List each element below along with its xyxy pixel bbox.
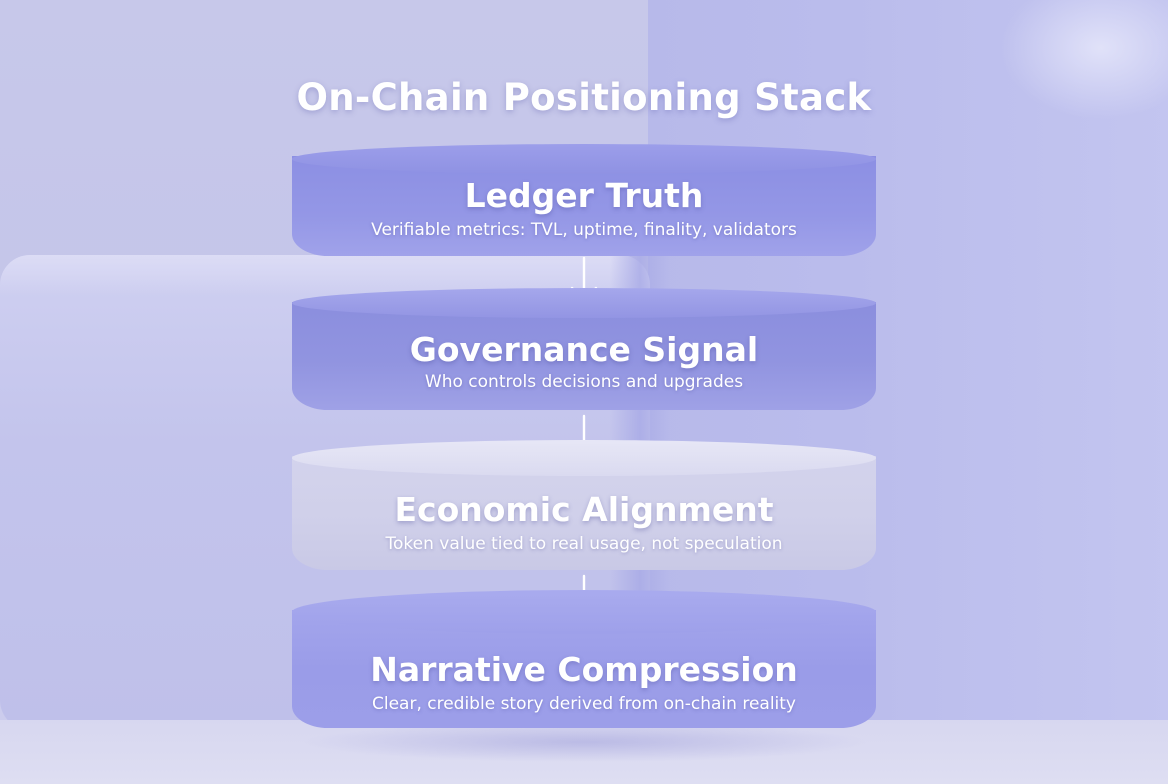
layer-description: Who controls decisions and upgrades bbox=[424, 372, 744, 392]
layer-description: Verifiable metrics: TVL, uptime, finalit… bbox=[371, 220, 797, 240]
layer-disc-top bbox=[292, 440, 876, 476]
layer-title: Ledger Truth bbox=[464, 176, 704, 215]
layer-disc-top bbox=[292, 288, 876, 318]
layer-description: Clear, credible story derived from on-ch… bbox=[371, 694, 796, 714]
layer-title: Economic Alignment bbox=[394, 490, 774, 529]
layer-disc-top bbox=[292, 144, 876, 174]
layer-description: Token value tied to real usage, not spec… bbox=[385, 534, 783, 554]
layer-disc-top bbox=[292, 590, 876, 634]
layer-disc-body bbox=[292, 302, 876, 410]
stack-floor-shadow bbox=[300, 722, 870, 762]
layer-title: Governance Signal bbox=[409, 330, 759, 369]
diagram-title: On-Chain Positioning Stack bbox=[296, 76, 872, 119]
stack-layer-governance-signal: Governance Signal Who controls decisions… bbox=[292, 288, 876, 410]
stack-layer-narrative-compression: Narrative Compression Clear, credible st… bbox=[292, 590, 876, 728]
background-glow bbox=[1000, 0, 1168, 120]
stack-layer-ledger-truth: Ledger Truth Verifiable metrics: TVL, up… bbox=[292, 144, 876, 256]
stack-layer-economic-alignment: Economic Alignment Token value tied to r… bbox=[292, 440, 876, 570]
background-floor bbox=[0, 720, 1168, 784]
layer-title: Narrative Compression bbox=[370, 650, 798, 689]
